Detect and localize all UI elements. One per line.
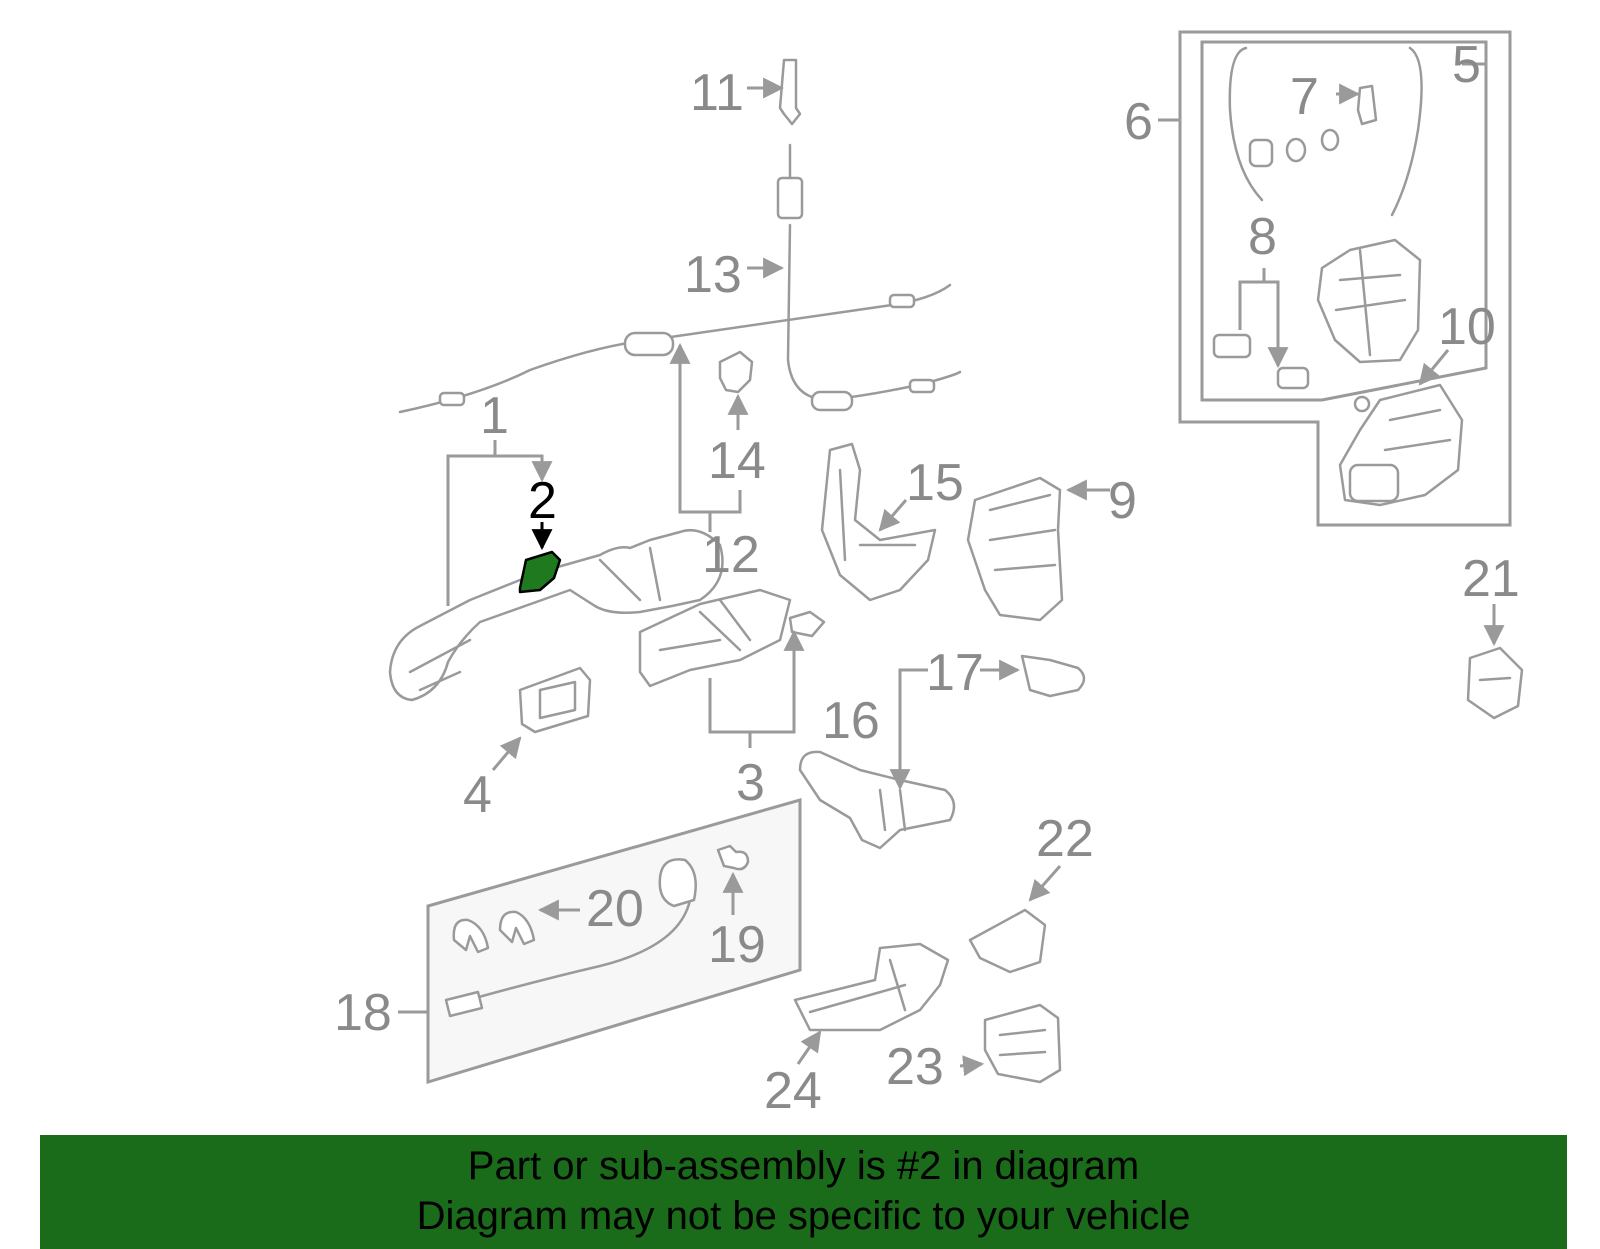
callout-12: 12 xyxy=(702,526,760,584)
inside-handle-end xyxy=(658,858,697,908)
callout-15: 15 xyxy=(906,454,964,512)
callout-8: 8 xyxy=(1248,208,1277,266)
outside-handle-part-1 xyxy=(388,528,724,702)
banner-line-2: Diagram may not be specific to your vehi… xyxy=(416,1194,1191,1238)
release-cable-part-13 xyxy=(786,223,962,402)
frame-detail xyxy=(658,598,752,652)
callout-17: 17 xyxy=(926,644,984,702)
leader-4 xyxy=(491,736,522,771)
clip-part-14 xyxy=(718,350,754,394)
callout-22: 22 xyxy=(1036,810,1094,868)
panel-part-18 xyxy=(426,798,802,1085)
cable-sleeve-lower xyxy=(810,390,854,412)
hinge-detail xyxy=(998,1028,1047,1057)
grommet-a xyxy=(1285,137,1307,163)
callout-3: 3 xyxy=(736,754,765,812)
callout-24: 24 xyxy=(764,1062,822,1120)
callout-23: 23 xyxy=(886,1038,944,1096)
callout-4: 4 xyxy=(463,766,492,824)
assembly-box-6 xyxy=(1178,30,1512,527)
handle-frame-part-3 xyxy=(638,588,792,688)
grommet-b xyxy=(1320,128,1340,152)
callout-20: 20 xyxy=(586,880,644,938)
leader-15 xyxy=(878,499,908,532)
leader-10 xyxy=(1418,349,1450,386)
door-lock-latch xyxy=(1316,238,1422,364)
actuator-detail xyxy=(1383,408,1452,452)
checker-detail xyxy=(808,958,907,1014)
callout-5: 5 xyxy=(1452,36,1481,94)
callout-14: 14 xyxy=(708,432,766,490)
callout-13: 13 xyxy=(684,246,742,304)
lock-rod-right xyxy=(1390,46,1423,217)
callout-16: 16 xyxy=(822,692,880,750)
callout-2: 2 xyxy=(528,472,557,530)
callout-10: 10 xyxy=(1438,298,1496,356)
clip-part-20b xyxy=(498,910,536,946)
cable-connector xyxy=(776,176,804,220)
callout-7: 7 xyxy=(1290,68,1319,126)
switch-part-17 xyxy=(1020,654,1086,698)
callout-6: 6 xyxy=(1124,93,1153,151)
leader-3 xyxy=(708,629,805,734)
cover-part-4 xyxy=(518,666,592,734)
lock-detail xyxy=(988,493,1057,572)
leader-16 xyxy=(900,668,928,788)
banner-line-1: Part or sub-assembly is #2 in diagram xyxy=(467,1144,1140,1188)
door-lock-part-9 xyxy=(966,476,1064,622)
cable-sleeve xyxy=(623,331,675,357)
leader-24 xyxy=(796,1030,822,1065)
clip-part-8a xyxy=(1212,333,1252,359)
cover-detail xyxy=(538,680,577,720)
callout-11: 11 xyxy=(690,64,744,122)
hinge-part-23 xyxy=(983,1003,1062,1084)
cable-end-right xyxy=(888,293,916,309)
info-banner: Part or sub-assembly is #2 in diagram Di… xyxy=(40,1135,1567,1249)
clip-part-20a xyxy=(452,918,490,954)
bracket-part-15 xyxy=(820,442,937,602)
bracket-detail xyxy=(838,468,917,562)
clip-part-8b xyxy=(1276,366,1310,390)
bolt-part-11 xyxy=(778,58,802,126)
striker-part-21 xyxy=(1466,646,1524,720)
cable-end-left xyxy=(438,391,466,407)
cable-end-18 xyxy=(444,990,484,1018)
callout-9: 9 xyxy=(1108,472,1137,530)
clip-part-7 xyxy=(1356,84,1378,126)
rod-holder xyxy=(1248,138,1274,168)
lock-cylinder-part-16 xyxy=(798,750,956,850)
handle-cap-part-2 xyxy=(518,550,562,594)
handle-grip-detail xyxy=(408,546,662,692)
door-checker-part-24 xyxy=(793,942,950,1032)
leader-22 xyxy=(1028,865,1062,902)
latch-detail xyxy=(1334,248,1407,357)
assembly-box-5 xyxy=(1200,40,1488,402)
lock-rod-left xyxy=(1228,46,1264,202)
striker-detail xyxy=(1478,676,1512,682)
actuator-motor xyxy=(1348,463,1400,503)
cable-end-lower xyxy=(908,378,936,394)
leader-8 xyxy=(1238,268,1278,366)
callout-1: 1 xyxy=(480,387,509,445)
callout-18: 18 xyxy=(334,984,392,1042)
callout-21: 21 xyxy=(1462,550,1520,608)
leader-23 xyxy=(959,1055,985,1077)
hinge-plate-part-22 xyxy=(968,908,1047,974)
callout-19: 19 xyxy=(708,916,766,974)
actuator-screw xyxy=(1353,395,1371,413)
screw-part-19 xyxy=(716,844,750,871)
